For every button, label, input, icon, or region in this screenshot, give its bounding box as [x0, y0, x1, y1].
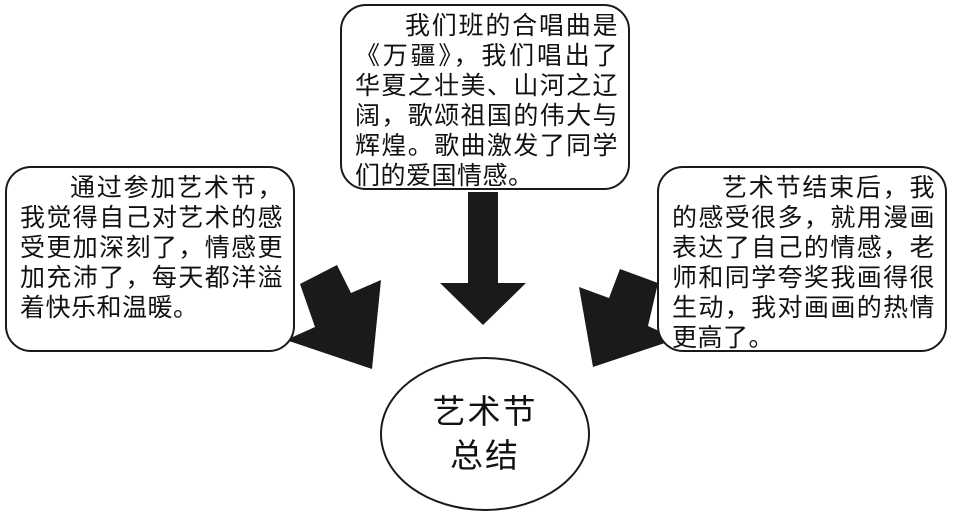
chorus-experience-box: 我们班的合唱曲是《万疆》，我们唱出了华夏之壮美、山河之辽阔，歌颂祖国的伟大与辉煌… [340, 4, 630, 190]
drawing-experience-text: 艺术节结束后，我的感受很多，就用漫画表达了自己的情感，老师和同学夸奖我画得很生动… [672, 173, 935, 352]
drawing-experience-box: 艺术节结束后，我的感受很多，就用漫画表达了自己的情感，老师和同学夸奖我画得很生动… [657, 166, 947, 352]
arrow-top-to-center [440, 192, 526, 325]
summary-title-line-1: 艺术节 [432, 392, 538, 431]
arrow-left-to-center [286, 265, 381, 369]
summary-title-line-2: 总结 [450, 436, 520, 475]
feeling-experience-box: 通过参加艺术节，我觉得自己对艺术的感受更加深刻了，情感更加充沛了，每天都洋溢着快… [5, 166, 295, 352]
art-festival-summary-oval: 艺术节 总结 [380, 357, 590, 511]
feeling-experience-text: 通过参加艺术节，我觉得自己对艺术的感受更加深刻了，情感更加充沛了，每天都洋溢着快… [20, 173, 283, 322]
chorus-experience-text: 我们班的合唱曲是《万疆》，我们唱出了华夏之壮美、山河之辽阔，歌颂祖国的伟大与辉煌… [355, 11, 618, 190]
arrow-right-to-center [579, 269, 677, 367]
